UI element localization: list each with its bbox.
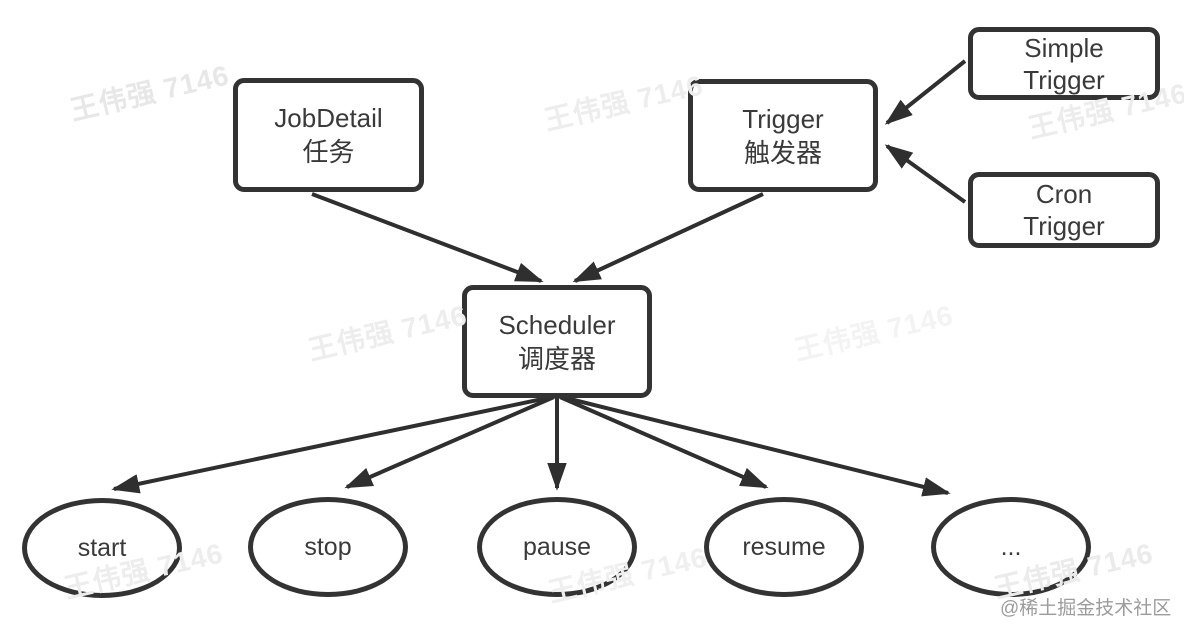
node-jobdetail-label-zh: 任务 <box>302 137 355 167</box>
node-trigger: Trigger 触发器 <box>688 79 878 192</box>
method-stop-label: stop <box>304 532 352 561</box>
node-method-more: ... <box>931 497 1091 597</box>
method-start-label: start <box>77 533 127 562</box>
arrow-simpletrigger-to-trigger <box>884 59 967 125</box>
node-simple-trigger: Simple Trigger <box>968 27 1160 100</box>
arrow-jobdetail-to-scheduler <box>311 192 544 283</box>
node-simple-trigger-label-2: Trigger <box>1023 64 1105 95</box>
arrow-scheduler-to-resume <box>559 395 769 489</box>
node-jobdetail: JobDetail 任务 <box>233 78 424 192</box>
node-method-resume: resume <box>704 497 864 597</box>
node-cron-trigger: Cron Trigger <box>968 172 1160 248</box>
node-cron-trigger-label-2: Trigger <box>1023 211 1105 241</box>
arrow-scheduler-to-stop <box>344 395 555 489</box>
node-method-start: start <box>22 498 182 598</box>
node-scheduler-label-en: Scheduler <box>498 309 616 340</box>
node-scheduler: Scheduler 调度器 <box>462 285 652 398</box>
arrow-scheduler-to-more <box>561 395 951 497</box>
node-simple-trigger-label-1: Simple <box>1024 32 1104 63</box>
node-cron-trigger-label-1: Cron <box>1035 179 1093 209</box>
method-resume-label: resume <box>742 532 826 561</box>
arrow-crontrigger-to-trigger <box>884 144 967 204</box>
method-pause-label: pause <box>522 532 592 561</box>
arrow-scheduler-to-start <box>111 395 553 494</box>
node-scheduler-label-zh: 调度器 <box>517 343 596 374</box>
node-method-pause: pause <box>477 497 637 597</box>
node-jobdetail-label-en: JobDetail <box>274 103 383 133</box>
node-method-stop: stop <box>248 497 408 597</box>
node-trigger-label-en: Trigger <box>742 103 824 134</box>
arrow-trigger-to-scheduler <box>572 192 764 283</box>
method-more-label: ... <box>1000 532 1022 561</box>
node-trigger-label-zh: 触发器 <box>743 137 822 168</box>
credit-text: @稀土掘金技术社区 <box>1000 598 1172 619</box>
